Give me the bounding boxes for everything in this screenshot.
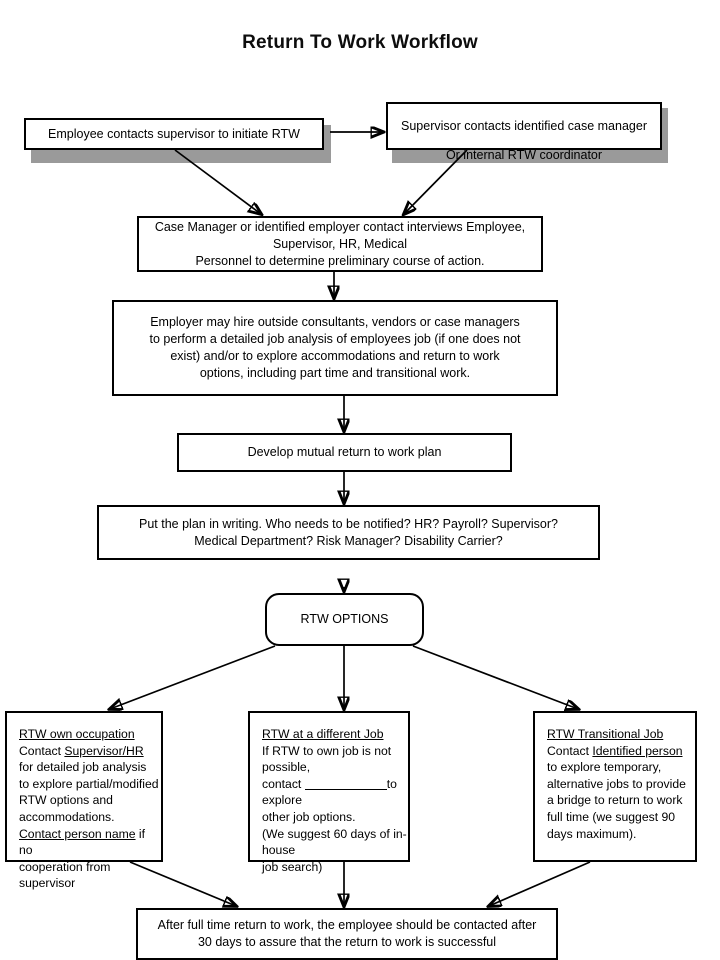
node-case-manager-interviews-label: Case Manager or identified employer cont… [154, 219, 526, 268]
node-rtw-options-label: RTW OPTIONS [300, 612, 389, 626]
node-followup-30-days[interactable]: After full time return to work, the empl… [136, 908, 558, 960]
node-case-manager-interviews[interactable]: Case Manager or identified employer cont… [137, 216, 543, 272]
node-rtw-options[interactable]: RTW OPTIONS [265, 593, 424, 646]
node-put-plan-in-writing-label: Put the plan in writing. Who needs to be… [139, 516, 558, 548]
node-option-own-occupation[interactable]: RTW own occupation Contact Supervisor/HR… [5, 711, 163, 890]
node-develop-mutual-plan-label: Develop mutual return to work plan [247, 445, 442, 459]
node-develop-mutual-plan[interactable]: Develop mutual return to work plan [177, 433, 512, 472]
node-option-transitional-job[interactable]: RTW Transitional Job Contact Identified … [533, 711, 697, 862]
arrow-transitional-job-to-followup [489, 861, 591, 906]
node-employer-may-hire-label: Employer may hire outside consultants, v… [149, 315, 521, 380]
fill-in-blank[interactable] [304, 788, 387, 790]
node-followup-30-days-label: After full time return to work, the empl… [157, 918, 537, 949]
page-title: Return To Work Workflow [242, 32, 478, 53]
node-employee-contacts-supervisor-label: Employee contacts supervisor to initiate… [48, 126, 300, 141]
node-employer-may-hire[interactable]: Employer may hire outside consultants, v… [112, 300, 558, 396]
arrow-rtwoptions-to-own-occupation [110, 645, 276, 709]
node-supervisor-contacts-case-manager-label: Supervisor contacts identified case mana… [401, 118, 647, 133]
node-put-plan-in-writing[interactable]: Put the plan in writing. Who needs to be… [97, 505, 600, 560]
node-supervisor-contacts-case-manager[interactable]: Supervisor contacts identified case mana… [386, 102, 662, 150]
node-employee-contacts-supervisor[interactable]: Employee contacts supervisor to initiate… [24, 118, 324, 150]
node-option-different-job[interactable]: RTW at a different Job If RTW to own job… [248, 711, 410, 874]
node-supervisor-overflow-label: Or internal RTW coordinator [445, 148, 603, 162]
node-option-transitional-job-text: RTW Transitional Job Contact Identified … [547, 727, 686, 841]
node-option-own-occupation-text: RTW own occupation Contact Supervisor/HR… [19, 727, 159, 891]
arrow-rtwoptions-to-transitional-job [412, 645, 578, 709]
node-option-different-job-text: RTW at a different Job If RTW to own job… [262, 727, 407, 874]
